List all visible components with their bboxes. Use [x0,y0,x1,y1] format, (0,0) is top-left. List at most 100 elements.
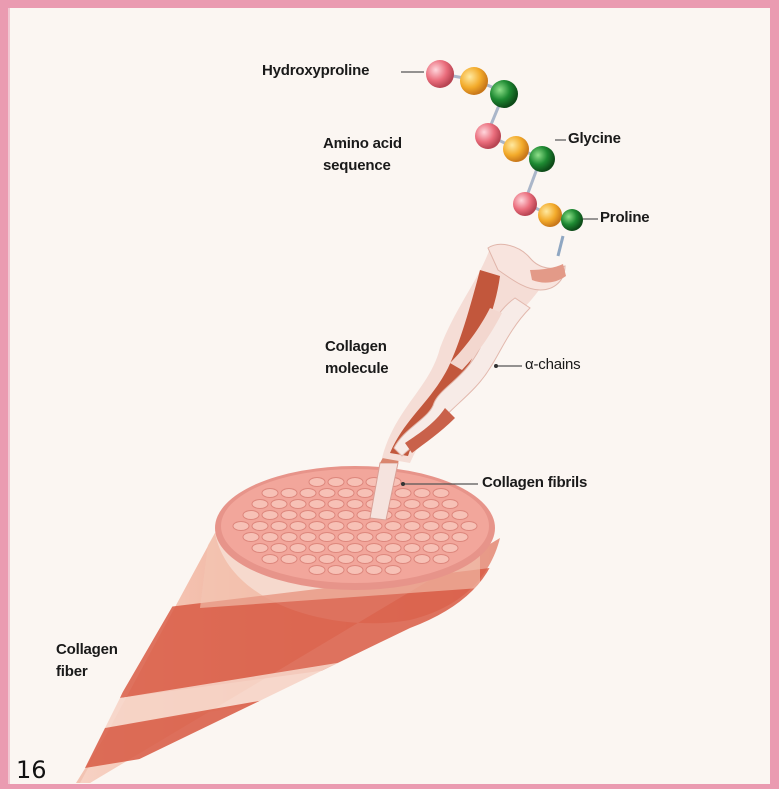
fibril-cross-section [243,511,259,520]
fibril-cross-section [433,489,449,498]
fibril-cross-section [385,566,401,575]
label-collagen-fibrils: Collagen fibrils [482,473,587,492]
fibril-cross-section [452,511,468,520]
fibril-cross-section [347,522,363,531]
fibril-cross-section [414,489,430,498]
fibril-cross-section [243,533,259,542]
fibril-cross-section [290,544,306,553]
fibril-cross-section [290,522,306,531]
label-collagen-fiber-line2: fiber [56,662,88,681]
fibril-cross-section [357,533,373,542]
fibril-cross-section [262,489,278,498]
glycine-bead [490,80,518,108]
fibril-cross-section [385,522,401,531]
fibril-cross-section [404,500,420,509]
fibril-cross-section [357,489,373,498]
intermediate-bead [538,203,562,227]
fibril-cross-section [262,511,278,520]
label-collagen-fiber-line1: Collagen [56,640,118,659]
fibril-cross-section [262,533,278,542]
fibril-cross-section [309,566,325,575]
fibril-cross-section [319,555,335,564]
fibril-cross-section [328,500,344,509]
fibril-cross-section [309,478,325,487]
fibril-cross-section [433,555,449,564]
fibril-cross-section [338,533,354,542]
fibril-cross-section [347,500,363,509]
fibril-cross-section [281,555,297,564]
fibril-cross-section [262,555,278,564]
fibril-cross-section [319,489,335,498]
hydroxyproline-bead [513,192,537,216]
fibril-cross-section [395,533,411,542]
fibril-cross-section [328,566,344,575]
label-amino-acid-line1: Amino acid [323,134,402,153]
fibril-cross-section [423,500,439,509]
hydroxyproline-bead [475,123,501,149]
fibril-cross-section [423,522,439,531]
fibril-cross-section [328,544,344,553]
fibril-cross-section [366,544,382,553]
fibril-cross-section [395,489,411,498]
fibril-cross-section [442,544,458,553]
fibril-cross-section [281,511,297,520]
fibril-cross-section [357,555,373,564]
fibril-cross-section [290,500,306,509]
fibril-cross-section [347,566,363,575]
page-number: 16 [16,756,47,784]
fibril-cross-section [319,533,335,542]
fibril-cross-section [347,544,363,553]
fibril-cross-section [281,489,297,498]
label-alpha-chains: α-chains [525,355,580,374]
fibril-cross-section [309,522,325,531]
fibril-cross-section [423,544,439,553]
fibril-cross-section [319,511,335,520]
fibril-cross-section [376,555,392,564]
fibril-cross-section [395,555,411,564]
fibril-cross-section [442,500,458,509]
label-glycine: Glycine [568,129,621,148]
fibril-cross-section [385,544,401,553]
fibril-cross-section [300,511,316,520]
fibril-cross-section [366,566,382,575]
fibril-cross-section [404,544,420,553]
fibril-cross-section [300,555,316,564]
intermediate-bead [460,67,488,95]
fibril-cross-section [395,511,411,520]
fibril-cross-section [309,500,325,509]
fibril-cross-section [309,544,325,553]
fibril-cross-section [414,555,430,564]
hydroxyproline-bead [426,60,454,88]
fibril-cross-section [338,489,354,498]
fibril-cross-section [338,511,354,520]
intermediate-bead [503,136,529,162]
fibril-cross-section [414,533,430,542]
label-proline: Proline [600,208,649,227]
label-collagen-molecule-line1: Collagen [325,337,387,356]
collagen-fiber-cone [76,466,500,783]
glycine-bead [529,146,555,172]
fibril-cross-section [328,522,344,531]
fibril-cross-section [233,522,249,531]
fibril-cross-section [252,544,268,553]
fibril-cross-section [376,533,392,542]
fibril-cross-section [271,500,287,509]
fibril-cross-section [252,500,268,509]
label-hydroxyproline: Hydroxyproline [262,61,369,80]
fibril-cross-section [300,489,316,498]
fibril-cross-section [347,478,363,487]
glycine-bead [561,209,583,231]
fibril-cross-section [328,478,344,487]
fibril-cross-section [271,522,287,531]
fibril-cross-section [252,522,268,531]
fibril-cross-section [281,533,297,542]
collagen-structure-illustration [10,8,770,784]
diagram-panel: Hydroxyproline Amino acid sequence Glyci… [8,8,770,784]
fibril-cross-section [452,533,468,542]
fibril-cross-section [433,533,449,542]
fibril-cross-section [461,522,477,531]
collagen-triple-helix [382,244,566,463]
fibril-cross-section [338,555,354,564]
amino-acid-chain [426,60,583,231]
fibril-cross-section [414,511,430,520]
